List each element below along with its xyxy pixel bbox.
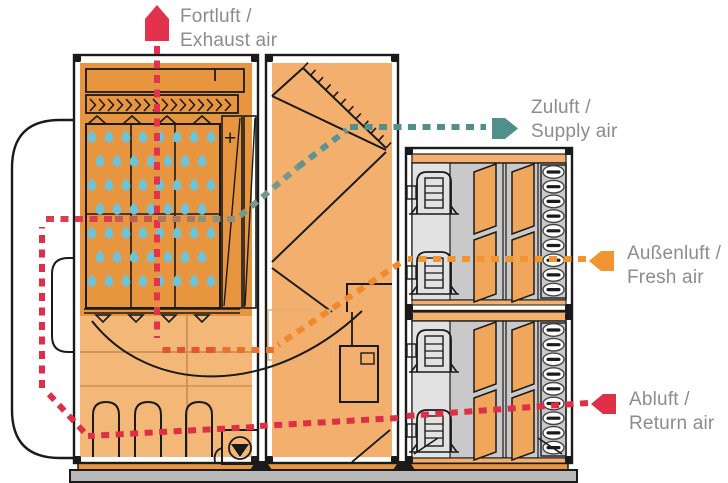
basin-curve — [91, 310, 363, 378]
corner-brace — [537, 437, 563, 455]
label-fresh-de: Außenluft / — [627, 243, 722, 264]
intake-plenum — [10, 118, 80, 460]
spray-nozzles — [84, 308, 240, 324]
fan-module-top — [404, 146, 574, 313]
label-fresh-en: Fresh air — [627, 267, 704, 288]
water-basin — [80, 316, 252, 457]
supply-arrow-icon — [492, 118, 518, 139]
fresh-air-arrow-icon — [589, 251, 614, 271]
louver-blade-icons — [542, 164, 565, 297]
label-fresh-air: Außenluft / Fresh air — [627, 242, 721, 290]
basin-arch — [134, 400, 162, 457]
label-return-de: Abluft / — [629, 389, 690, 410]
middle-module — [264, 53, 400, 465]
access-panel — [267, 309, 331, 361]
corner-brace — [351, 429, 391, 463]
label-exhaust-de: Fortluft / — [180, 6, 252, 27]
exhaust-flow-line — [145, 5, 169, 338]
fan-module-bottom — [404, 312, 574, 465]
label-supply-de: Zuluft / — [531, 97, 591, 118]
exhaust-arrow-icon — [145, 5, 169, 41]
label-exhaust-air: Fortluft / Exhaust air — [180, 5, 277, 53]
filter-bank — [473, 162, 535, 304]
basin-arch — [185, 400, 213, 457]
plus-marker: + — [224, 127, 236, 150]
exhaust-damper — [85, 94, 239, 114]
corner-brace — [413, 437, 439, 455]
fresh-air-flow-line — [162, 251, 614, 353]
return-air-arrow-icon — [591, 394, 616, 414]
supply-flow-line — [46, 118, 518, 222]
pump-icon — [231, 444, 249, 457]
label-exhaust-en: Exhaust air — [180, 30, 278, 51]
fan-motor-icon — [406, 171, 459, 215]
base-plinth — [69, 469, 578, 483]
heat-exchanger — [271, 62, 392, 313]
droplet-eliminator: + — [221, 115, 257, 309]
hx-duct-wall — [346, 283, 392, 312]
control-box — [339, 345, 379, 403]
basin-arch — [92, 400, 120, 457]
frame-corner-brackets — [74, 55, 572, 463]
return-air-flow-line — [39, 227, 616, 439]
label-supply-air: Zuluft / Supply air — [531, 96, 618, 144]
label-supply-en: Supply air — [531, 121, 618, 142]
base-frame — [69, 461, 578, 483]
pump — [213, 429, 259, 465]
fan-filter-section — [406, 153, 567, 306]
left-module: + — [72, 53, 260, 465]
damper-louver-icons — [89, 98, 232, 112]
module-feet — [250, 461, 415, 470]
exhaust-plenum-box — [85, 68, 245, 93]
hx-housing — [272, 63, 392, 457]
label-return-air: Abluft / Return air — [629, 388, 714, 436]
label-return-en: Return air — [629, 413, 715, 434]
